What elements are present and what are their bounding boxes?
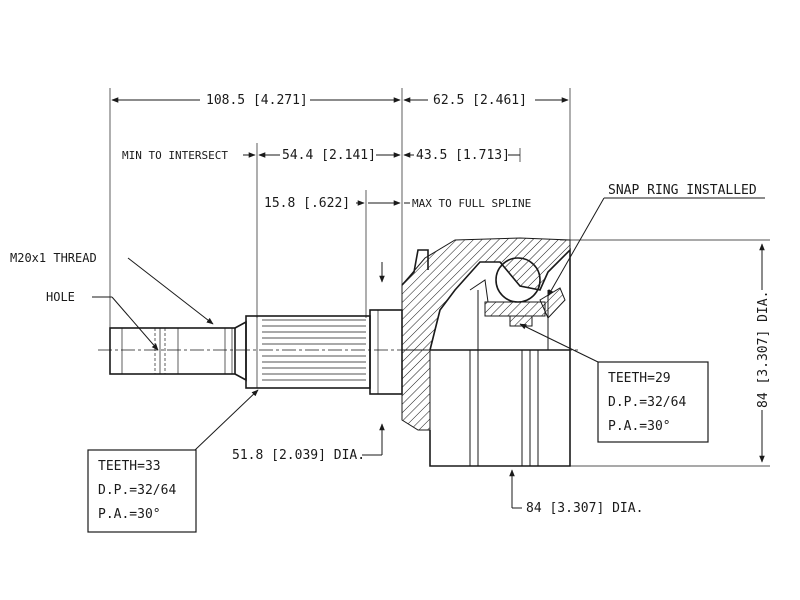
callout-thread: M20x1 THREAD: [10, 251, 97, 265]
dim-housing-length: 62.5 [2.461]: [433, 93, 527, 108]
callout-hole: HOLE: [46, 290, 75, 304]
dim-housing-diameter-bottom: 84 [3.307] DIA.: [526, 501, 643, 516]
dimension-labels: 108.5 [4.271] 62.5 [2.461] MIN TO INTERS…: [122, 93, 771, 516]
spec-outer-teeth: TEETH=33: [98, 459, 161, 474]
dim-overall-shaft-length: 108.5 [4.271]: [206, 93, 308, 108]
threaded-stub: [109, 320, 247, 382]
dimension-lines: [109, 88, 770, 509]
cv-housing: [401, 237, 571, 467]
dim-spline-offset: 15.8 [.622]: [264, 196, 350, 211]
spec-outer-dp: D.P.=32/64: [98, 483, 176, 498]
dim-min-to-intersect-value: 54.4 [2.141]: [282, 148, 376, 163]
callout-labels: M20x1 THREAD HOLE SNAP RING INSTALLED: [10, 183, 757, 304]
dim-housing-diameter-side: 84 [3.307] DIA.: [756, 291, 771, 408]
spec-box-inner: TEETH=29 D.P.=32/64 P.A.=30°: [597, 361, 709, 443]
spec-box-outer: TEETH=33 D.P.=32/64 P.A.=30°: [87, 449, 197, 533]
dim-shaft-diameter: 51.8 [2.039] DIA.: [232, 448, 365, 463]
splined-shaft: [245, 309, 403, 395]
spec-outer-pa: P.A.=30°: [98, 507, 161, 522]
dim-min-to-intersect-label: MIN TO INTERSECT: [122, 149, 228, 162]
dim-housing-to-intersect: 43.5 [1.713]: [416, 148, 510, 163]
callout-snap-ring: SNAP RING INSTALLED: [608, 183, 757, 198]
spec-inner-teeth: TEETH=29: [608, 371, 671, 386]
dim-max-to-full-spline: MAX TO FULL SPLINE: [412, 197, 531, 210]
spec-inner-pa: P.A.=30°: [608, 419, 671, 434]
spec-inner-dp: D.P.=32/64: [608, 395, 686, 410]
leader-lines: [92, 197, 765, 451]
